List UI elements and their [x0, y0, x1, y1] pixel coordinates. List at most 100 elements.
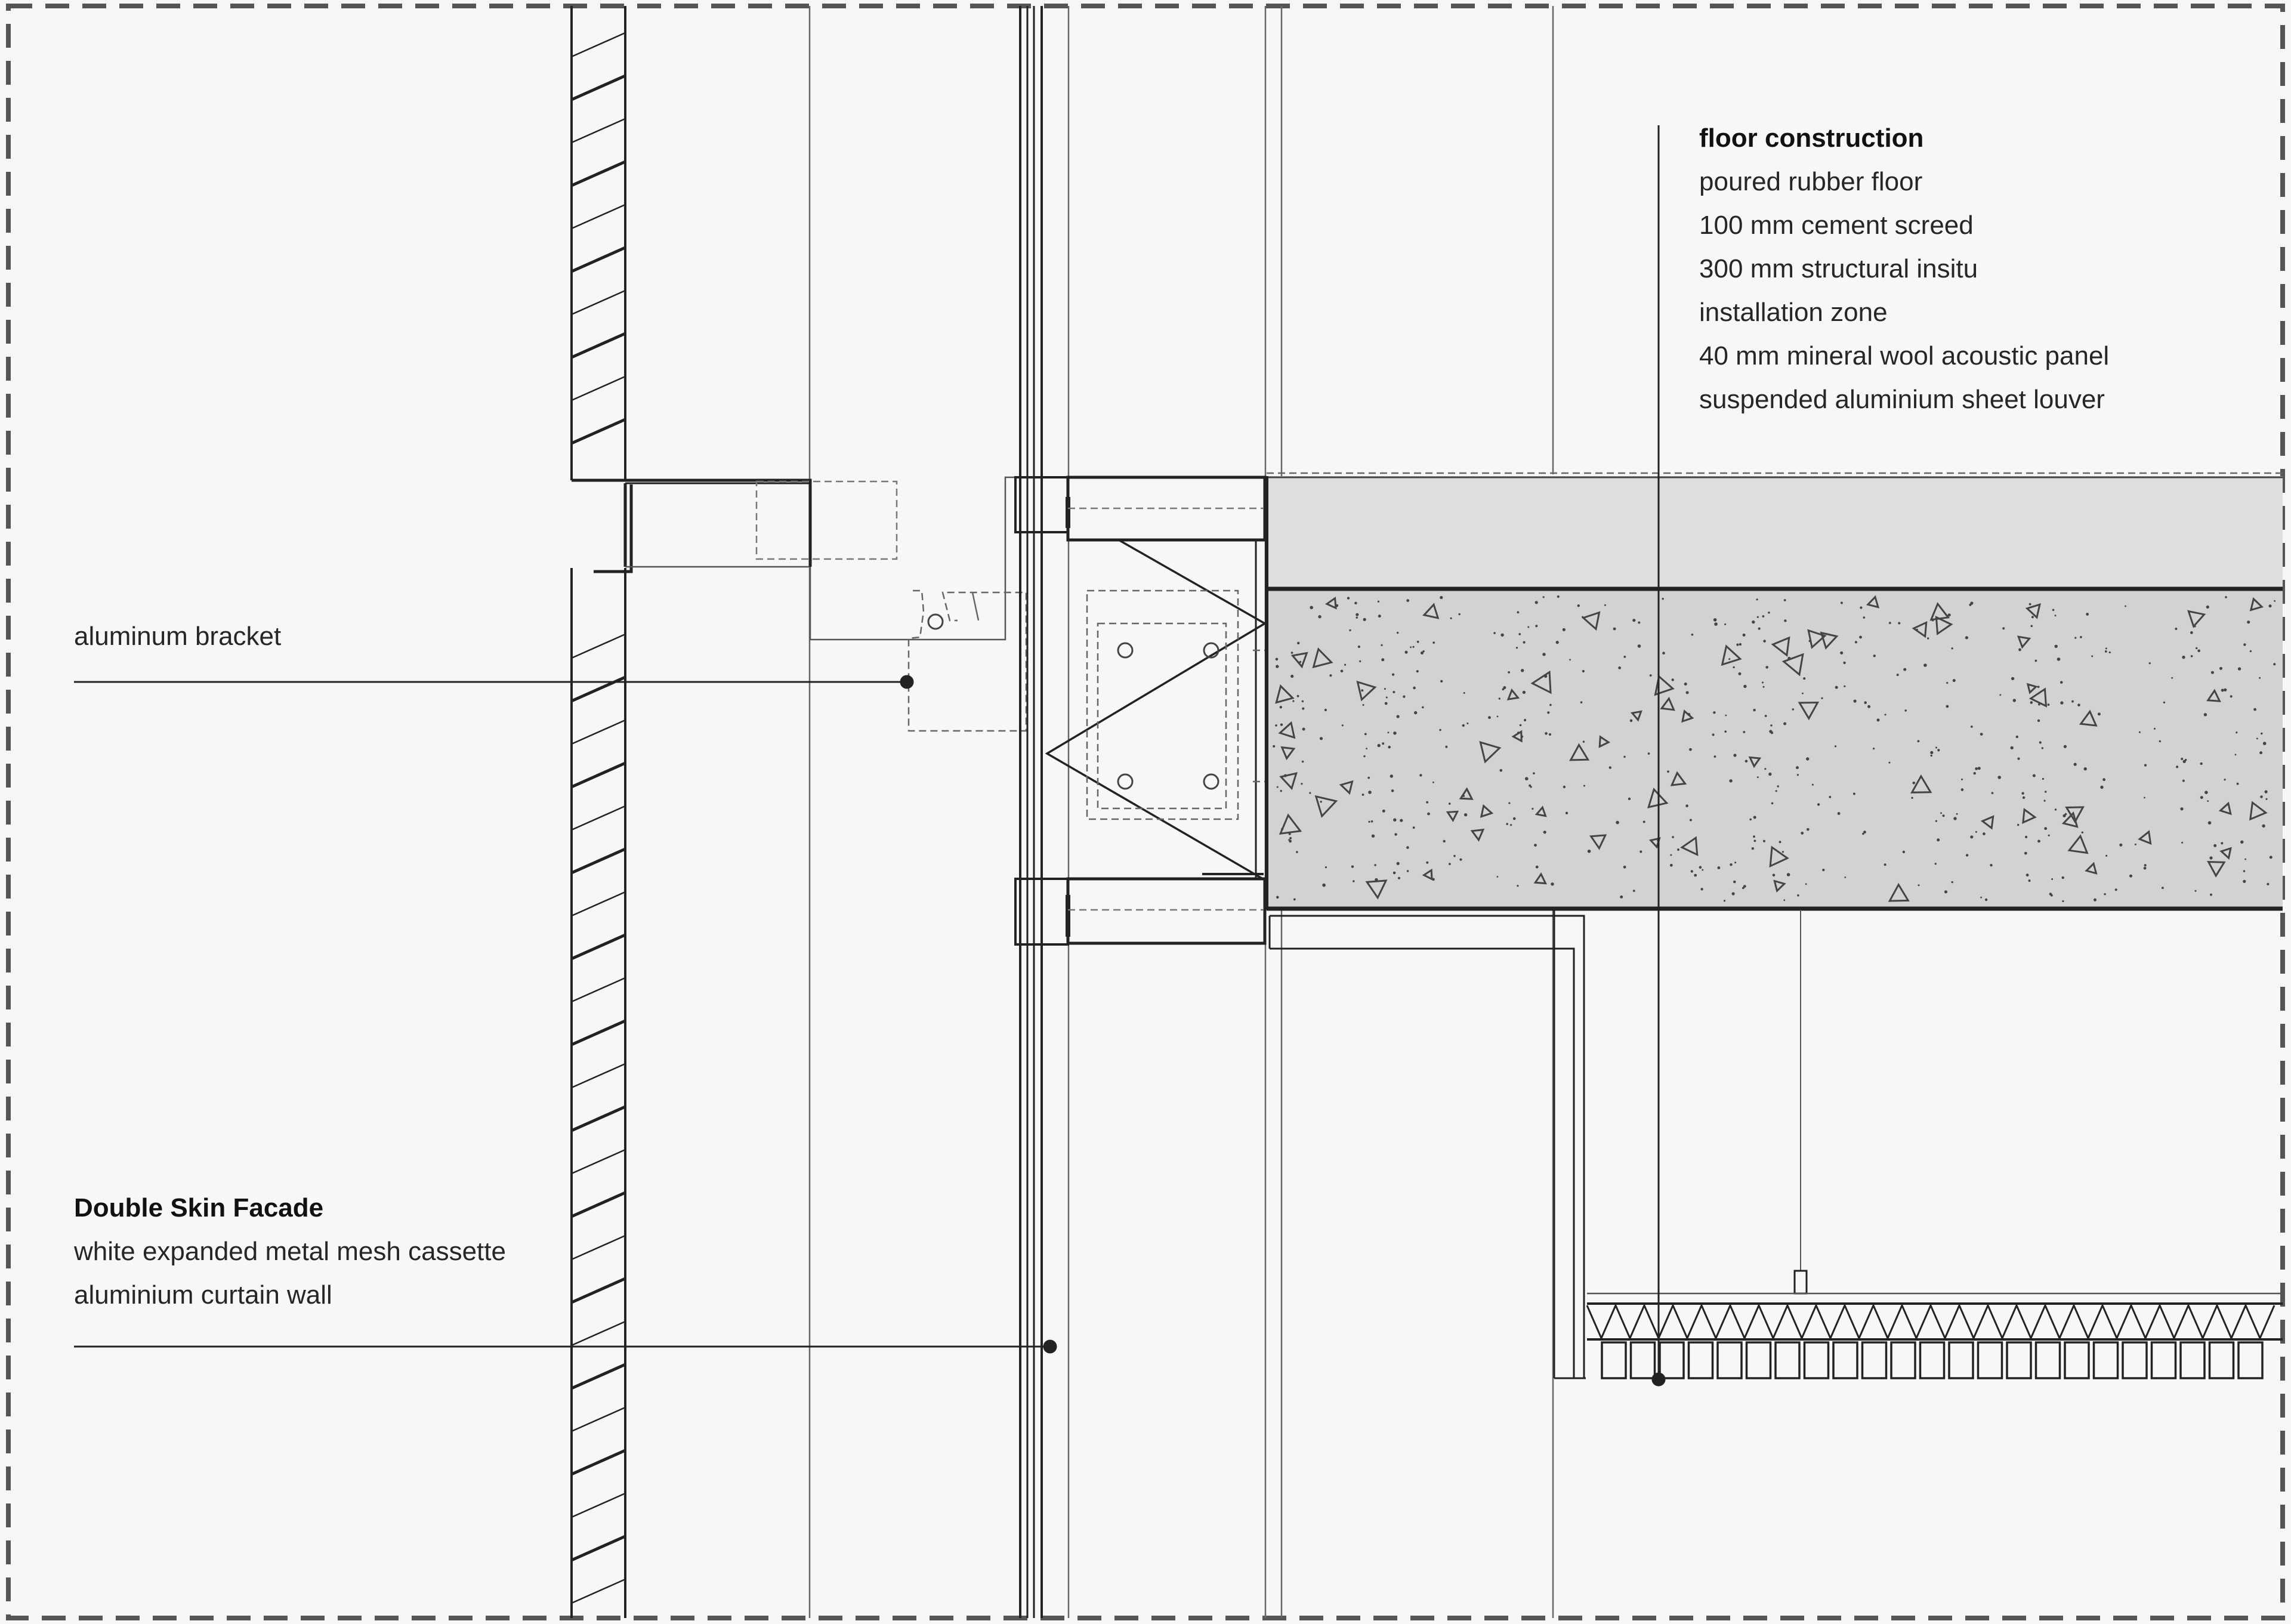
mineral-wool-acoustic-panel [1586, 1303, 2275, 1341]
aggregate-dot [1768, 772, 1772, 776]
aggregate-dot [1412, 646, 1415, 648]
aggregate-dot [1506, 823, 1508, 825]
aggregate-dot [2063, 745, 2067, 748]
aggregate-dot [1802, 692, 1804, 694]
aggregate-dot [1946, 682, 1949, 684]
aggregate-dot [1852, 792, 1855, 795]
aggregate-dot [1551, 882, 1554, 886]
aggregate-dot [1884, 863, 1886, 866]
aggregate-dot [1859, 635, 1862, 639]
stone-mark [1280, 746, 1296, 761]
stone-mark [2207, 861, 2226, 878]
aggregate-dot [1672, 836, 1674, 838]
aggregate-dot [1349, 629, 1351, 632]
aggregate-dot [2253, 708, 2257, 711]
stone-mark [1781, 653, 1804, 677]
aggregate-dot [1853, 699, 1857, 703]
aggregate-dot [1714, 622, 1718, 626]
aggregate-dot [1863, 830, 1866, 834]
hatch-stroke [570, 1363, 626, 1390]
aggregate-dot [1990, 864, 1993, 867]
stone-mark [1365, 879, 1388, 900]
aggregate-dot [1730, 863, 1733, 866]
aggregate-dot [1752, 620, 1755, 624]
aggregate-dot [1638, 621, 1641, 624]
aggregate-dot [1942, 814, 1945, 817]
aggregate-dot [1923, 663, 1927, 667]
aggregate-dot [1384, 702, 1388, 705]
stone-mark [2017, 635, 2031, 649]
aggregate-dot [1689, 748, 1692, 751]
aggregate-dot [1565, 811, 1568, 815]
aggregate-dot [1545, 732, 1548, 735]
aggregate-dot [1392, 871, 1396, 875]
aggregate-dot [1649, 674, 1652, 677]
aggregate-dot [1382, 809, 1385, 813]
aggregate-dot [1724, 730, 1727, 733]
hatch-stroke [571, 1492, 626, 1518]
aggregate-dot [1535, 625, 1538, 628]
aggregate-dot [2176, 765, 2179, 768]
aggregate-dot [1301, 760, 1304, 763]
aggregate-dot [1276, 786, 1279, 788]
aggregate-dot [1394, 833, 1397, 836]
aggregate-dot [2042, 777, 2044, 780]
aggregate-dot [1829, 796, 1832, 798]
aggregate-dot [1690, 870, 1693, 873]
aggregate-dot [1466, 723, 1469, 724]
aggregate-dot [2182, 655, 2185, 659]
aggregate-dot [1783, 722, 1787, 725]
aggregate-dot [1935, 820, 1937, 822]
aggregate-dot [1632, 890, 1635, 892]
aggregate-dot [2243, 643, 2246, 646]
hatch-stroke [570, 1277, 626, 1304]
hatch-stroke [571, 32, 626, 58]
aggregate-dot [1412, 826, 1415, 829]
aggregate-dot [2203, 713, 2207, 717]
aggregate-dot [1876, 718, 1880, 722]
aggregate-dot [1519, 724, 1522, 727]
aggregate-dot [2032, 774, 2036, 777]
aggregate-dot [1765, 666, 1768, 669]
aggregate-dot [1806, 757, 1810, 761]
stone-mark [1325, 596, 1337, 610]
aggregate-dot [1763, 640, 1766, 643]
aggregate-dot [1608, 766, 1611, 769]
hatch-stroke [571, 891, 626, 917]
aggregate-dot [1973, 772, 1976, 775]
aggregate-dot [2265, 798, 2268, 800]
aggregate-dot [1443, 839, 1446, 843]
aggregate-dot [1797, 894, 1799, 897]
aggregate-dot [2200, 762, 2203, 765]
aggregate-dot [1432, 781, 1434, 783]
aggregate-dot [2028, 879, 2031, 882]
aggregate-dot [1324, 866, 1327, 869]
aggregate-dot [1276, 665, 1279, 668]
cement-screed-layer [1267, 476, 2283, 588]
stone-mark [2218, 801, 2232, 816]
aggregate-dot [2129, 874, 2132, 878]
aggregate-dot [2269, 856, 2273, 859]
aggregate-dot [1374, 864, 1376, 866]
stone-mark [1910, 774, 1932, 794]
aggregate-dot [1362, 704, 1364, 706]
aggregate-dot [1440, 595, 1443, 600]
aggregate-dot [1496, 876, 1499, 878]
hatch-stroke [570, 847, 626, 875]
hatch-stroke [571, 289, 626, 316]
aggregate-dot [1318, 615, 1322, 619]
aggregate-dot [1911, 796, 1913, 799]
aggregate-dot [1548, 733, 1552, 736]
aggregate-dot [1500, 633, 1504, 637]
aggregate-dot [2264, 790, 2268, 794]
aggregate-dot [2052, 609, 2055, 612]
aggregate-dot [2081, 831, 2083, 834]
aggregate-dot [1629, 719, 1633, 723]
louver-blade [2064, 1341, 2090, 1379]
aggregate-dot [1764, 768, 1767, 770]
aggregate-dot [2071, 700, 2074, 703]
aggregate-dot [2043, 799, 2046, 802]
aggregate-dot [2197, 649, 2200, 653]
aggregate-dot [2108, 651, 2111, 654]
aggregate-dot [2261, 732, 2263, 735]
